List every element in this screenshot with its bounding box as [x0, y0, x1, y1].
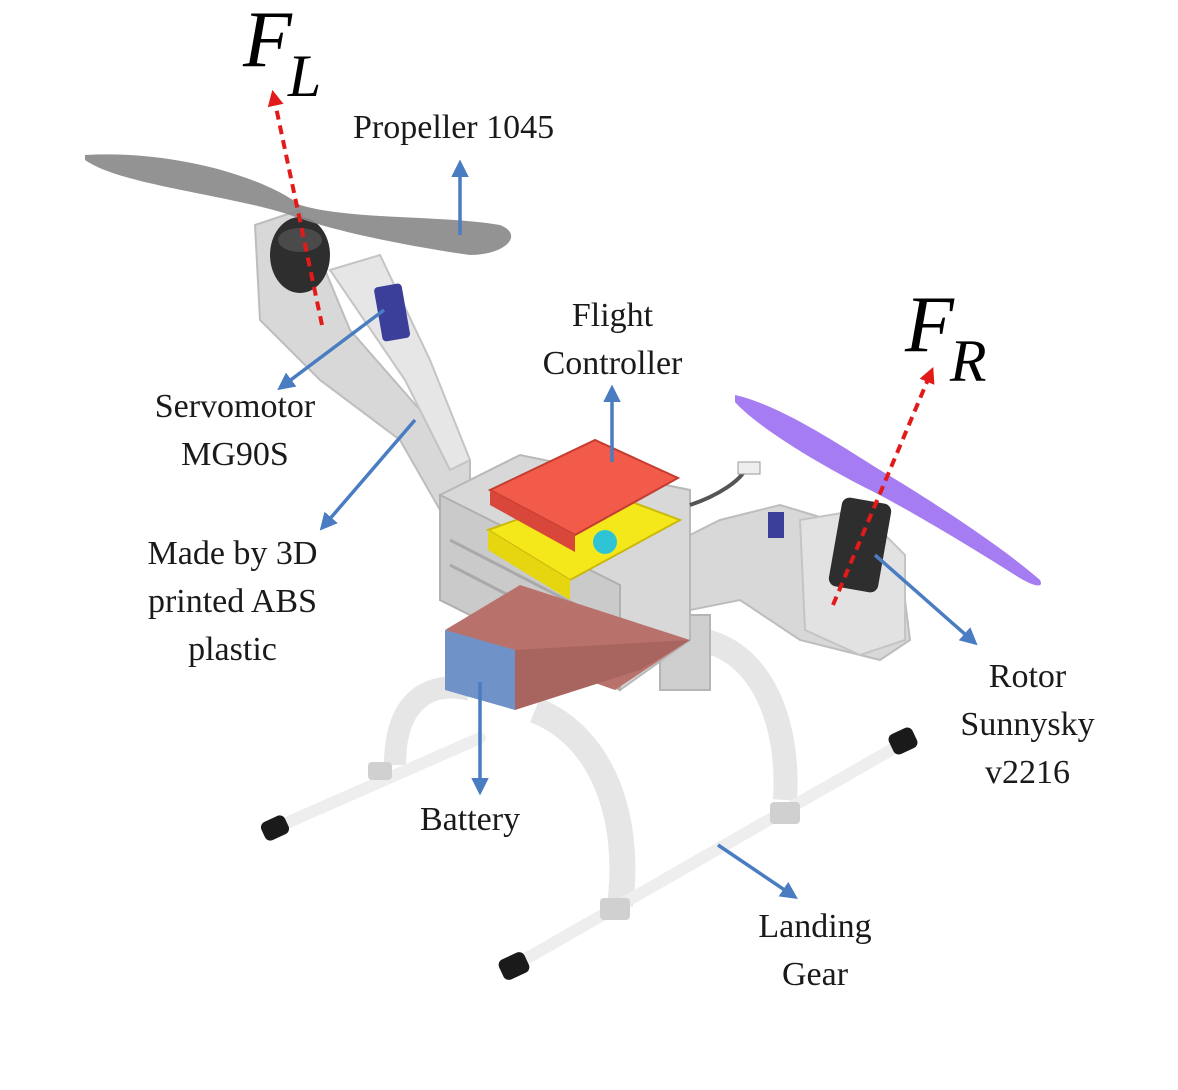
- label-servomotor: Servomotor MG90S: [130, 383, 340, 479]
- label-line: v2216: [985, 754, 1070, 791]
- label-line: Controller: [542, 345, 683, 382]
- right-propeller: [735, 395, 1041, 586]
- label-abs-material: Made by 3D printed ABS plastic: [120, 530, 345, 674]
- callout-arrow-servomotor: [277, 308, 386, 391]
- label-line: printed ABS: [147, 583, 318, 620]
- label-flight-controller: Flight Controller: [530, 292, 695, 388]
- skid-foot: [888, 727, 918, 755]
- force-label-left: FL: [243, 0, 321, 106]
- callout-arrow-abs: [319, 418, 417, 531]
- label-line: Sunnysky: [960, 706, 1095, 743]
- force-subscript: L: [287, 43, 322, 109]
- label-line: Rotor: [988, 658, 1067, 695]
- callout-arrows: [277, 159, 978, 899]
- skid-foot: [498, 952, 530, 980]
- force-symbol: F: [905, 281, 954, 369]
- force-arrow-right: [831, 367, 935, 606]
- label-line: Servomotor: [154, 388, 316, 425]
- landing-gear-leg-left-front: [529, 697, 636, 907]
- skid-clamp: [600, 898, 630, 920]
- skid-left: [269, 732, 486, 834]
- label-landing-gear: Landing Gear: [740, 903, 890, 999]
- skid-clamp: [368, 762, 392, 780]
- force-arrow-left: [267, 89, 324, 326]
- label-propeller: Propeller 1045: [353, 109, 555, 146]
- force-symbol: F: [243, 0, 292, 84]
- callout-arrow-landing-gear: [717, 843, 798, 899]
- landing-gear: [260, 628, 918, 980]
- battery: [445, 585, 690, 710]
- label-line: Made by 3D: [147, 535, 318, 572]
- callout-arrow-rotor: [873, 553, 978, 646]
- force-label-right: FR: [905, 285, 987, 391]
- skid-right: [509, 736, 911, 971]
- skid-clamp: [770, 802, 800, 824]
- flight-controller-board: [487, 438, 681, 537]
- label-line: Flight: [571, 297, 654, 334]
- label-line: MG90S: [181, 436, 289, 473]
- skid-foot: [260, 815, 290, 841]
- cable: [689, 468, 747, 507]
- landing-gear-leg-right-rear: [697, 628, 798, 801]
- label-line: Landing: [758, 908, 872, 945]
- label-rotor: Rotor Sunnysky v2216: [945, 653, 1110, 797]
- force-subscript: R: [949, 328, 987, 394]
- right-servo: [768, 512, 784, 538]
- servomotor-body: [374, 283, 411, 342]
- label-battery: Battery: [420, 801, 521, 838]
- label-line: Gear: [781, 956, 849, 993]
- label-line: plastic: [188, 631, 277, 668]
